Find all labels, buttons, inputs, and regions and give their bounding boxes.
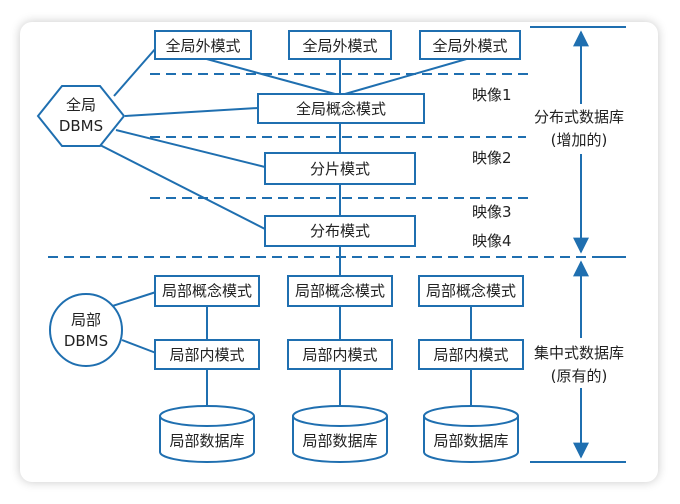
local-internal-schema-label: 局部内模式: [433, 346, 508, 364]
fragmentation-schema: 分片模式: [264, 152, 416, 185]
local-internal-schema-label: 局部内模式: [302, 346, 377, 364]
mapping-separators: [48, 73, 600, 258]
global-dbms-label-1: 全局: [66, 96, 96, 114]
local-database-label: 局部数据库: [169, 432, 244, 450]
connectors-global-dbms: [99, 47, 266, 230]
local-conceptual-schema: 局部概念模式: [418, 275, 524, 307]
local-conceptual-schema-label: 局部概念模式: [295, 282, 385, 300]
local-database: 局部数据库: [423, 405, 519, 463]
local-database-label: 局部数据库: [302, 432, 377, 450]
level-scale: [530, 26, 626, 463]
distributed-db-label: 分布式数据库 (增加的): [526, 104, 632, 154]
local-conceptual-schema-label: 局部概念模式: [426, 282, 516, 300]
local-site-3: 局部概念模式 局部内模式 局部数据库: [418, 275, 524, 463]
local-dbms-node: 局部 DBMS: [49, 293, 123, 367]
local-database-label: 局部数据库: [433, 432, 508, 450]
local-site-1: 局部概念模式 局部内模式 局部数据库: [154, 275, 260, 463]
global-external-schema-label: 全局外模式: [165, 37, 240, 55]
allocation-schema-label: 分布模式: [310, 222, 370, 240]
distributed-db-label-2: (增加的): [551, 131, 608, 149]
centralized-db-label: 集中式数据库 (原有的): [526, 338, 632, 388]
mapping-label-2: 映像2: [472, 149, 512, 167]
global-conceptual-schema-label: 全局概念模式: [296, 100, 386, 118]
fragmentation-schema-label: 分片模式: [310, 160, 370, 178]
global-external-schema-3: 全局外模式: [419, 30, 521, 60]
local-internal-schema-label: 局部内模式: [169, 346, 244, 364]
local-conceptual-schema: 局部概念模式: [154, 275, 260, 307]
distributed-db-label-1: 分布式数据库: [534, 108, 624, 126]
global-dbms-node: 全局 DBMS: [36, 85, 126, 147]
local-conceptual-schema: 局部概念模式: [287, 275, 393, 307]
mapping-label-3: 映像3: [472, 203, 512, 221]
global-external-schema-1: 全局外模式: [154, 30, 252, 60]
global-external-schema-label: 全局外模式: [302, 37, 377, 55]
mapping-label-4: 映像4: [472, 232, 512, 250]
local-internal-schema: 局部内模式: [154, 339, 260, 370]
connectors-top: [202, 57, 471, 276]
local-database: 局部数据库: [292, 405, 388, 463]
centralized-db-label-2: (原有的): [551, 367, 608, 385]
local-dbms-label-2: DBMS: [64, 332, 108, 350]
local-internal-schema: 局部内模式: [418, 339, 524, 370]
mapping-label-1: 映像1: [472, 86, 512, 104]
global-conceptual-schema: 全局概念模式: [257, 93, 425, 124]
local-site-2: 局部概念模式 局部内模式 局部数据库: [287, 275, 393, 463]
local-dbms-label-1: 局部: [71, 311, 101, 329]
centralized-db-label-1: 集中式数据库: [534, 344, 624, 362]
global-dbms-label-2: DBMS: [59, 117, 103, 135]
local-database: 局部数据库: [159, 405, 255, 463]
global-external-schema-label: 全局外模式: [432, 37, 507, 55]
local-internal-schema: 局部内模式: [287, 339, 393, 370]
local-conceptual-schema-label: 局部概念模式: [162, 282, 252, 300]
global-external-schema-2: 全局外模式: [288, 30, 392, 60]
allocation-schema: 分布模式: [264, 215, 416, 247]
